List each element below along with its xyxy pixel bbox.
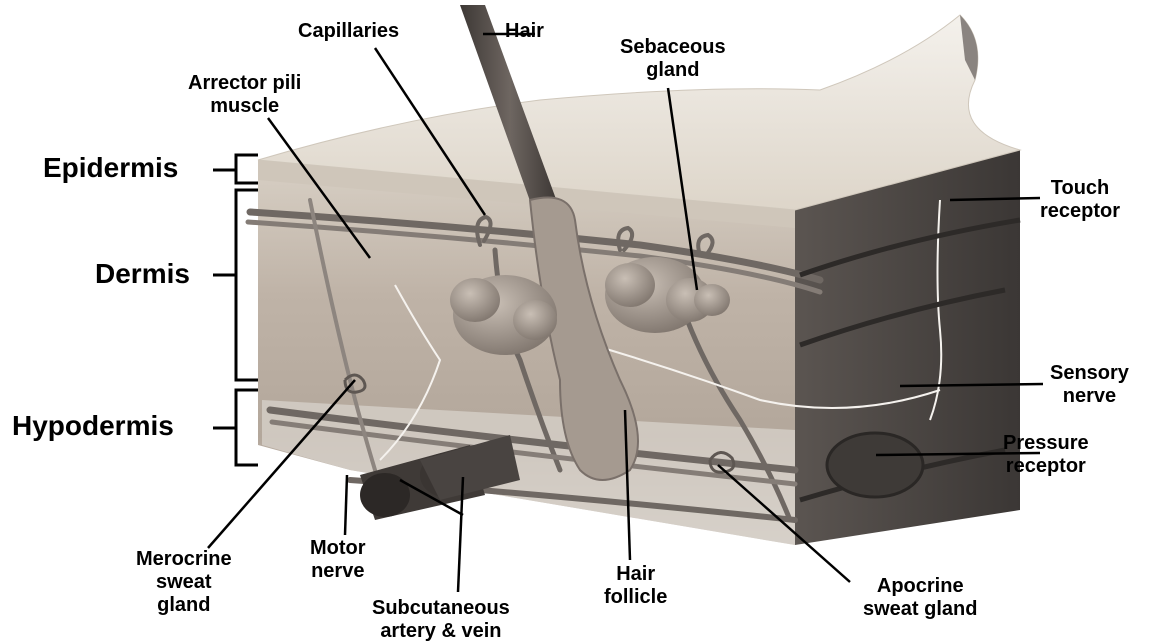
subcutaneous-label: Subcutaneous artery & vein	[372, 597, 510, 643]
dermis-label: Dermis	[95, 258, 190, 290]
sebaceous-gland-label: Sebaceous gland	[620, 36, 726, 82]
hair-label: Hair	[505, 20, 544, 43]
hair-follicle-label: Hair follicle	[604, 563, 667, 609]
pressure-receptor-shape	[827, 433, 923, 497]
apocrine-label: Apocrine sweat gland	[863, 575, 977, 621]
merocrine-label: Merocrine sweat gland	[136, 548, 232, 617]
arrector-pili-label: Arrector pili muscle	[188, 72, 301, 118]
capillaries-label: Capillaries	[298, 20, 399, 43]
sensory-nerve-label: Sensory nerve	[1050, 362, 1129, 408]
layer-brackets	[213, 155, 258, 465]
epidermis-label: Epidermis	[43, 152, 178, 184]
hypodermis-label: Hypodermis	[12, 410, 174, 442]
pressure-receptor-label: Pressure receptor	[1003, 432, 1089, 478]
touch-receptor-label: Touch receptor	[1040, 177, 1120, 223]
motor-nerve-label: Motor nerve	[310, 537, 366, 583]
